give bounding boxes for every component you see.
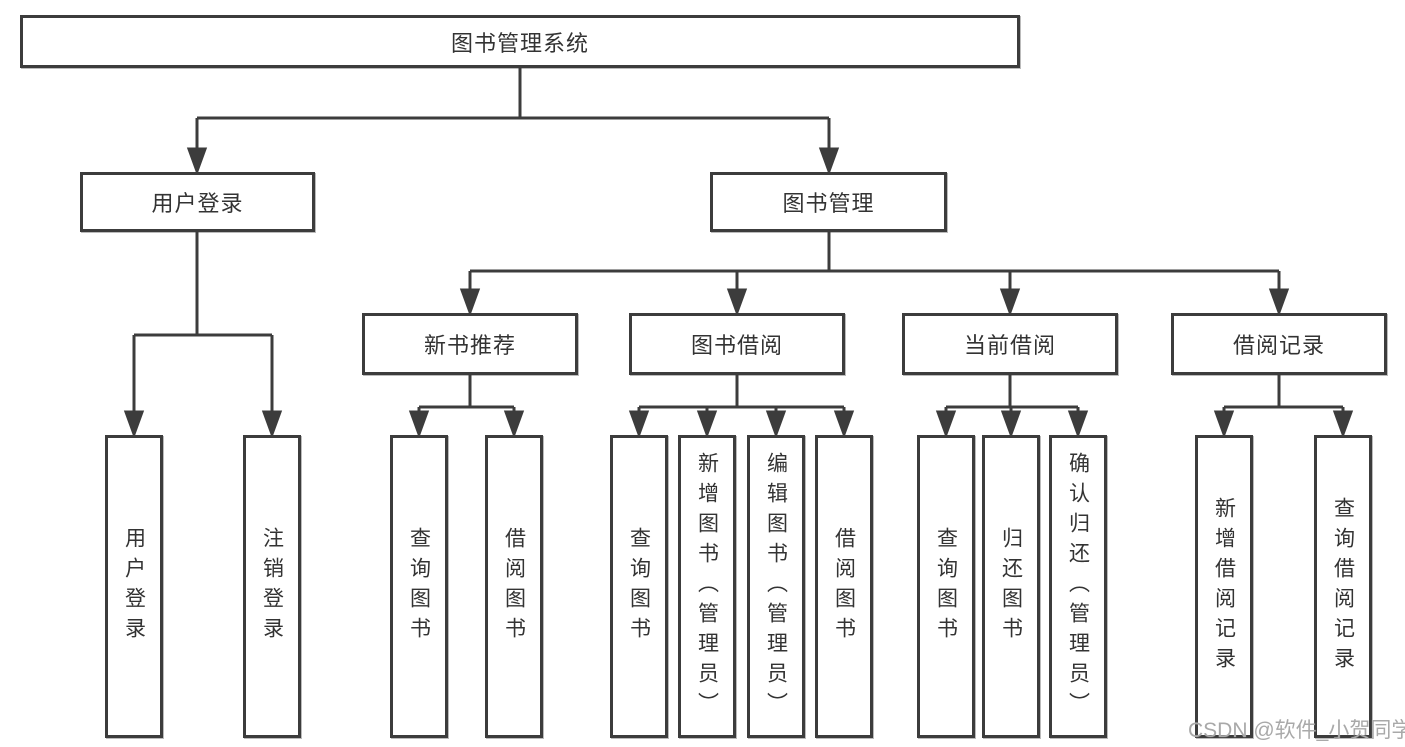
node-label: 查询图书 [627,526,651,647]
node-current-borrow: 当前借阅 [902,313,1118,375]
node-root-system: 图书管理系统 [20,15,1020,68]
arrowhead-icon [999,288,1021,317]
node-label: 用户登录 [151,191,244,216]
arrowhead-icon [1332,410,1354,439]
arrowhead-icon [765,410,787,439]
node-label: 借阅图书 [502,526,526,647]
leaf-recommend-query-books: 查询图书 [390,435,448,738]
arrowhead-icon [1268,288,1290,317]
arrowhead-icon [459,288,481,317]
connector-book-borrow-to-leaves [628,375,855,439]
connector-borrow-records-to-leaves [1213,375,1354,439]
arrowhead-icon [408,410,430,439]
arrowhead-icon [503,410,525,439]
arrowhead-icon [1000,410,1022,439]
leaf-borrow-query-books: 查询图书 [610,435,668,738]
arrowhead-icon [833,410,855,439]
leaf-borrow-add-books-admin: 新增图书（管理员） [678,435,736,738]
node-label: 图书管理系统 [450,30,589,56]
node-label: 查询图书 [407,526,431,647]
node-label: 查询借阅记录 [1331,496,1355,677]
node-label: 确认归还（管理员） [1066,451,1090,722]
leaf-current-confirm-return-admin: 确认归还（管理员） [1049,435,1107,738]
arrowhead-icon [1067,410,1089,439]
leaf-recommend-borrow-books: 借阅图书 [485,435,543,738]
node-label: 当前借阅 [963,333,1056,358]
node-user-login: 用户登录 [80,172,315,232]
node-borrow-records: 借阅记录 [1171,313,1387,375]
leaf-logout: 注销登录 [243,435,301,738]
leaf-user-login: 用户登录 [105,435,163,738]
arrowhead-icon [726,288,748,317]
node-label: 新增借阅记录 [1212,496,1236,677]
node-label: 用户登录 [122,526,146,647]
leaf-borrow-edit-books-admin: 编辑图书（管理员） [747,435,805,738]
leaf-current-return-books: 归还图书 [982,435,1040,738]
node-book-borrow: 图书借阅 [629,313,845,375]
node-label: 归还图书 [999,526,1023,647]
arrowhead-icon [628,410,650,439]
arrowhead-icon [818,147,840,176]
arrowhead-icon [1213,410,1235,439]
connector-current-borrow-to-leaves [935,375,1089,439]
connector-new-book-recommend-to-leaves [408,375,525,439]
arrowhead-icon [186,147,208,176]
arrowhead-icon [935,410,957,439]
node-label: 图书借阅 [690,333,783,358]
leaf-borrow-borrow-books: 借阅图书 [815,435,873,738]
leaf-records-add-record: 新增借阅记录 [1195,435,1253,738]
node-book-management: 图书管理 [710,172,947,232]
arrowhead-icon [696,410,718,439]
node-label: 编辑图书（管理员） [764,451,788,722]
arrowhead-icon [261,410,283,439]
node-label: 新增图书（管理员） [695,451,719,722]
node-label: 图书管理 [782,191,875,216]
connector-book-management-to-level3 [459,232,1290,317]
node-label: 借阅记录 [1232,333,1325,358]
node-label: 查询图书 [934,526,958,647]
connector-user-login-to-leaves [123,232,283,439]
connector-root-to-level2 [186,68,840,176]
leaf-records-query-record: 查询借阅记录 [1314,435,1372,738]
node-new-book-recommend: 新书推荐 [362,313,578,375]
csdn-watermark: CSDN @软件_小贺同学 [1188,719,1405,742]
node-label: 借阅图书 [832,526,856,647]
node-label: 注销登录 [260,526,284,647]
leaf-current-query-books: 查询图书 [917,435,975,738]
node-label: 新书推荐 [423,333,516,358]
arrowhead-icon [123,410,145,439]
